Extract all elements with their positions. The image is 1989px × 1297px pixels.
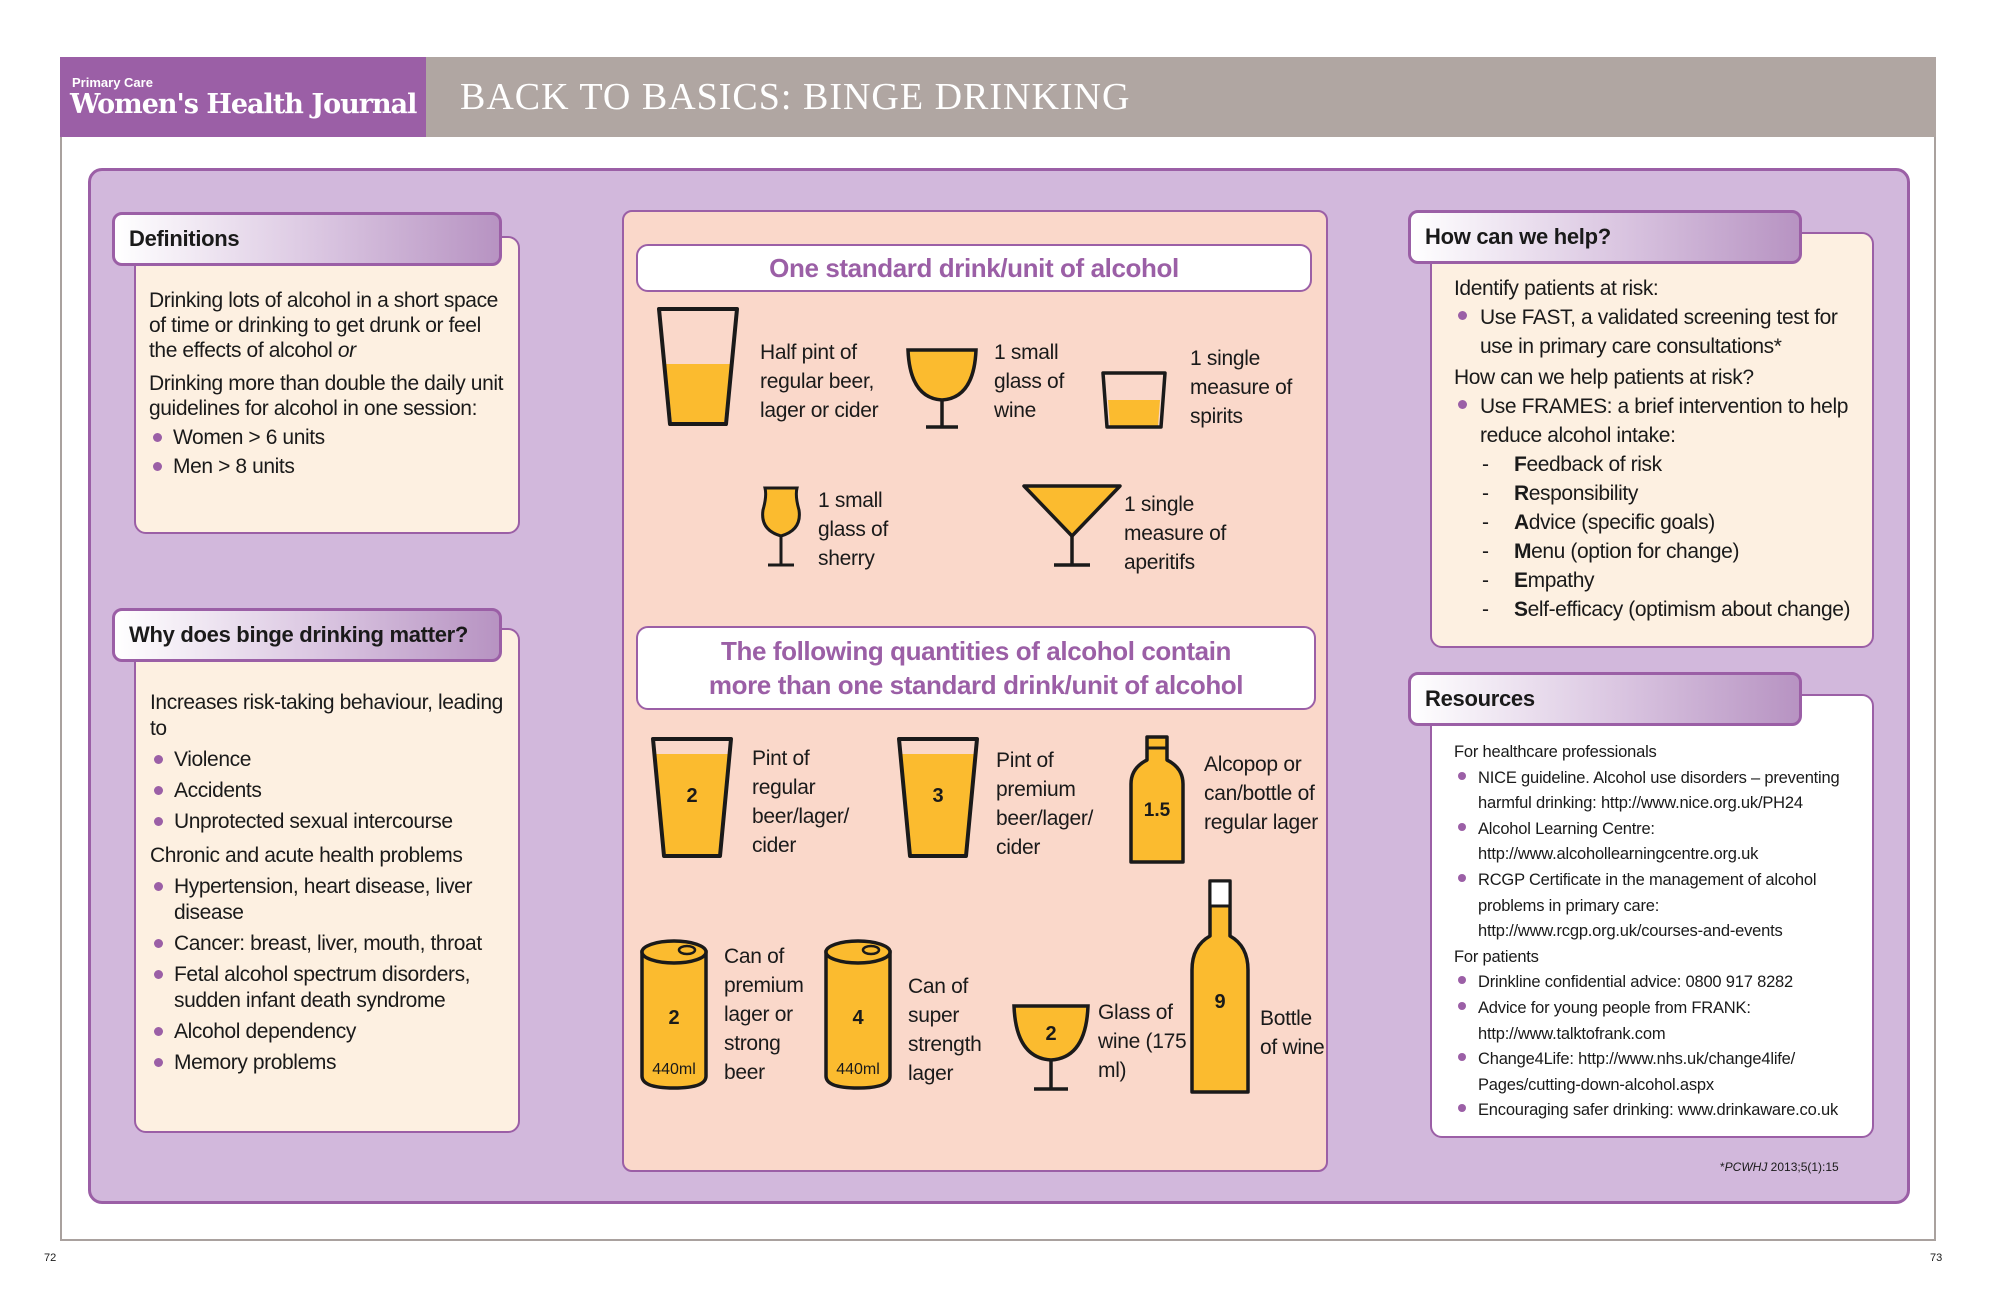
can-volume-label: 440ml bbox=[652, 1061, 696, 1078]
multi-label-wine-glass: Glass of wine (175 ml) bbox=[1098, 1001, 1187, 1082]
why-chronic-intro: Chronic and acute health problems bbox=[150, 844, 463, 867]
resource-item: Advice for young people from FRANK: http… bbox=[1454, 996, 1872, 1047]
alcopop-bottle-icon: 1.5 bbox=[1129, 735, 1185, 864]
multi-unit-heading-line1: The following quantities of alcohol cont… bbox=[720, 636, 1231, 666]
unit-label-wine: 1 small glass of wine bbox=[994, 341, 1064, 422]
unit-label-sherry: 1 small glass of sherry bbox=[818, 489, 888, 570]
page-title: BACK TO BASICS: BINGE DRINKING bbox=[426, 57, 1936, 137]
wine-bottle-icon: 9 bbox=[1190, 879, 1250, 1094]
page-number-right: 73 bbox=[1930, 1252, 1943, 1264]
resources-patient-heading: For patients bbox=[1454, 947, 1539, 966]
bottle-units-label: 9 bbox=[1214, 991, 1225, 1013]
wine-glass-icon: 2 bbox=[1012, 1004, 1090, 1091]
multi-unit-heading-line2: more than one standard drink/unit of alc… bbox=[708, 670, 1244, 700]
can-volume-label: 440ml bbox=[836, 1061, 880, 1078]
resource-item: NICE guideline. Alcohol use disorders – … bbox=[1454, 766, 1872, 817]
multi-label-pint-premium: Pint of premium beer/lager/ cider bbox=[996, 749, 1094, 859]
can-units-label: 2 bbox=[668, 1007, 679, 1029]
resource-item: Change4Life: http://www.nhs.uk/change4li… bbox=[1454, 1047, 1872, 1098]
multi-label-can-premium: Can of premium lager or strong beer bbox=[724, 945, 804, 1084]
footnote: *PCWHJ 2013;5(1):15 bbox=[1720, 1160, 1839, 1174]
wine-units-label: 2 bbox=[1045, 1023, 1056, 1045]
list-item: Women > 6 units bbox=[149, 425, 509, 450]
frames-item: Feedback of risk bbox=[1454, 450, 1868, 479]
resources-card: For healthcare professionals NICE guidel… bbox=[1430, 694, 1874, 1138]
definitions-heading: Definitions bbox=[112, 212, 502, 266]
list-item: Accidents bbox=[150, 778, 510, 804]
alcopop-units-label: 1.5 bbox=[1144, 800, 1171, 821]
list-item: Use FAST, a validated screening test for… bbox=[1454, 303, 1868, 361]
frames-item: Responsibility bbox=[1454, 479, 1868, 508]
resources-heading: Resources bbox=[1408, 672, 1802, 726]
resource-item: Drinkline confidential advice: 0800 917 … bbox=[1454, 970, 1872, 996]
definitions-card: Drinking lots of alcohol in a short spac… bbox=[134, 236, 520, 534]
multi-label-pint-regular: Pint of regular beer/lager/ cider bbox=[752, 747, 850, 857]
frames-item: Empathy bbox=[1454, 566, 1868, 595]
list-item: Fetal alcohol spectrum disorders, sudden… bbox=[150, 962, 510, 1014]
pint-units-label: 3 bbox=[932, 785, 943, 807]
list-item: Alcohol dependency bbox=[150, 1019, 510, 1045]
list-item: Violence bbox=[150, 747, 510, 773]
why-heading: Why does binge drinking matter? bbox=[112, 608, 502, 662]
sherry-glass-icon bbox=[761, 486, 801, 567]
can-icon: 2 440ml bbox=[640, 939, 708, 1090]
frames-item: Menu (option for change) bbox=[1454, 537, 1868, 566]
pint-glass-icon: 2 bbox=[651, 737, 733, 858]
frames-item: Advice (specific goals) bbox=[1454, 508, 1868, 537]
why-intro: Increases risk-taking behaviour, leading… bbox=[150, 691, 503, 740]
help-heading: How can we help? bbox=[1408, 210, 1802, 264]
list-item: Unprotected sexual intercourse bbox=[150, 809, 510, 835]
definitions-para2: Drinking more than double the daily unit… bbox=[149, 372, 504, 420]
cocktail-glass-icon bbox=[1022, 484, 1122, 567]
help-card: Identify patients at risk: Use FAST, a v… bbox=[1430, 232, 1874, 648]
multi-unit-heading: The following quantities of alcohol cont… bbox=[636, 626, 1316, 710]
list-item: Cancer: breast, liver, mouth, throat bbox=[150, 931, 510, 957]
pint-units-label: 2 bbox=[686, 785, 697, 807]
spirits-glass-icon bbox=[1101, 371, 1167, 429]
list-item: Men > 8 units bbox=[149, 454, 509, 479]
wine-glass-icon bbox=[906, 348, 978, 429]
resource-item: RCGP Certificate in the management of al… bbox=[1454, 868, 1872, 945]
unit-label-aperitifs: 1 single measure of aperitifs bbox=[1124, 493, 1227, 574]
definitions-para1: Drinking lots of alcohol in a short spac… bbox=[149, 289, 498, 362]
help-q1: Identify patients at risk: bbox=[1454, 277, 1659, 300]
list-item: Memory problems bbox=[150, 1050, 510, 1076]
can-units-label: 4 bbox=[852, 1007, 864, 1029]
unit-label-spirits: 1 single measure of spirits bbox=[1190, 347, 1293, 428]
unit-label-half-pint: Half pint of regular beer, lager or cide… bbox=[760, 341, 879, 422]
unit-heading: One standard drink/unit of alcohol bbox=[636, 244, 1312, 292]
resource-item: Encouraging safer drinking: www.drinkawa… bbox=[1454, 1098, 1872, 1124]
resources-hcp-heading: For healthcare professionals bbox=[1454, 743, 1657, 761]
frames-item: Self-efficacy (optimism about change) bbox=[1454, 595, 1868, 624]
multi-label-wine-bottle: Bottle of wine bbox=[1260, 1007, 1325, 1059]
logo-main-text: Women's Health Journal bbox=[70, 89, 417, 120]
help-q2: How can we help patients at risk? bbox=[1454, 366, 1754, 389]
multi-label-can-super: Can of super strength lager bbox=[908, 975, 982, 1085]
list-item: Use FRAMES: a brief intervention to help… bbox=[1454, 392, 1868, 450]
half-pint-glass-icon bbox=[657, 307, 739, 426]
page-number-left: 72 bbox=[44, 1252, 57, 1264]
multi-label-alcopop: Alcopop or can/bottle of regular lager bbox=[1204, 753, 1318, 834]
pint-glass-icon: 3 bbox=[897, 737, 979, 858]
logo-small-text: Primary Care bbox=[72, 75, 153, 90]
list-item: Hypertension, heart disease, liver disea… bbox=[150, 874, 510, 926]
journal-logo: Primary Care Women's Health Journal bbox=[60, 57, 426, 137]
can-icon: 4 440ml bbox=[824, 939, 892, 1090]
resource-item: Alcohol Learning Centre: http://www.alco… bbox=[1454, 817, 1872, 868]
why-card: Increases risk-taking behaviour, leading… bbox=[134, 628, 520, 1133]
